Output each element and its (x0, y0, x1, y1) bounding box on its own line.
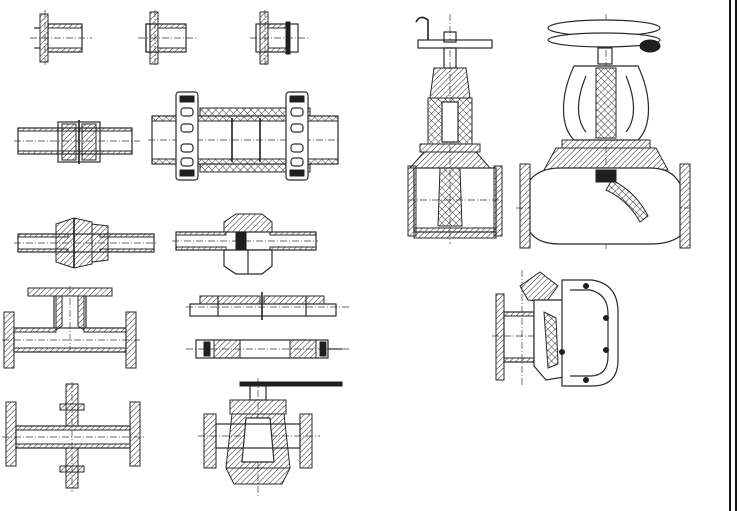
globe-valve (516, 14, 691, 250)
union-hex-joint (172, 213, 318, 275)
frame-line-left (729, 0, 731, 511)
flanged-cross (2, 382, 146, 492)
socket-fitting-plain (30, 10, 92, 66)
frame-line-right (735, 0, 737, 511)
gate-valve (407, 14, 503, 244)
swing-check-valve (492, 270, 619, 387)
flange-pair-upper (186, 292, 350, 320)
sleeve-coupling (14, 120, 140, 164)
plug-cock (198, 378, 343, 498)
socket-fitting-ring (250, 10, 310, 66)
union-nut-joint (14, 217, 158, 269)
socket-fitting-collar (138, 10, 196, 66)
flanged-tee (2, 286, 140, 369)
clamp-coupling (148, 91, 339, 181)
flange-pair-lower (186, 339, 350, 359)
